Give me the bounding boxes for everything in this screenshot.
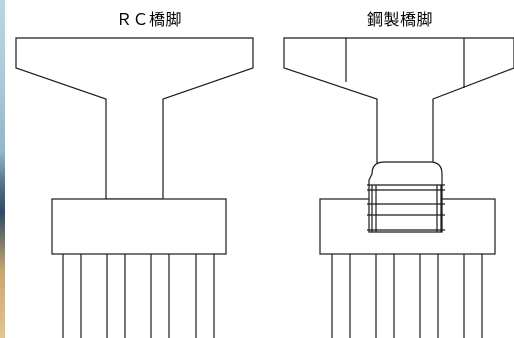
- rc-footing: [51, 198, 227, 255]
- steel-pier: [283, 37, 514, 338]
- steel-piles: [331, 254, 483, 338]
- steel-pier-body: [283, 37, 514, 167]
- rc-pier: [15, 37, 254, 338]
- rc-pier-label: ＲＣ橋脚: [115, 10, 182, 29]
- rc-piles: [62, 254, 215, 338]
- steel-pier-label: 鋼製橋脚: [366, 10, 433, 29]
- background-photo-edge: [0, 0, 5, 338]
- rc-pier-body: [15, 37, 254, 200]
- steel-base-housing: [368, 161, 443, 233]
